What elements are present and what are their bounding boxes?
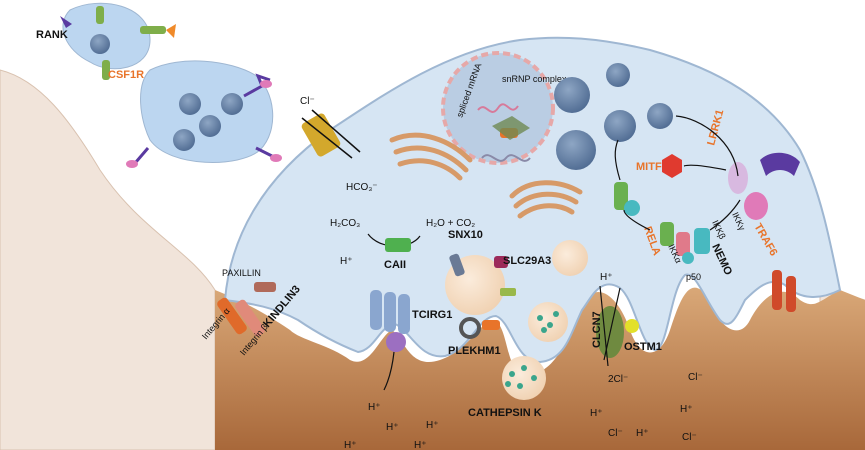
precursor-cell-csf1r (140, 60, 274, 163)
vesicle (604, 110, 636, 142)
precursor-nuclei (173, 93, 243, 151)
svg-text:H⁺: H⁺ (414, 440, 427, 450)
lysosome (552, 240, 588, 276)
p50-label: p50 (686, 272, 701, 282)
cathepsin-k-label: CATHEPSIN K (468, 407, 542, 419)
vesicle (556, 130, 596, 170)
csf1r-label: CSF1R (108, 69, 144, 81)
rank-label: RANK (36, 29, 68, 41)
mitf-hexagon (662, 154, 682, 178)
integrin-complex (217, 282, 276, 337)
clcn7-label: CLCN7 (591, 311, 603, 348)
caii-enzyme (385, 238, 411, 252)
nfkb-dimer (614, 182, 694, 264)
h-ion-label: H⁺ (340, 256, 353, 267)
osteoclast-cell (223, 36, 842, 364)
bone-matrix-light (0, 69, 216, 450)
chloride-channel (301, 109, 361, 159)
svg-text:Cl⁻: Cl⁻ (688, 372, 703, 383)
lacuna-ions: H⁺ H⁺ H⁺ H⁺ H⁺ H⁺ H⁺ H⁺ Cl⁻ Cl⁻ Cl⁻ (344, 372, 703, 450)
mitf-label: MITF (636, 161, 662, 173)
golgi-apparatus (389, 132, 583, 219)
cathepsin-granules (505, 311, 559, 389)
bone-surface (215, 287, 865, 450)
snx10-protein (449, 253, 465, 277)
rank-receptor (60, 6, 176, 80)
svg-text:H⁺: H⁺ (344, 440, 357, 450)
plekhm1-label: PLEKHM1 (448, 345, 501, 357)
tcirg1-pump (370, 290, 410, 352)
cl-ion-label: Cl⁻ (300, 96, 315, 107)
ikk-complex (660, 222, 710, 256)
dna-helix (481, 154, 531, 162)
vesicle (647, 103, 673, 129)
caii-label: CAII (384, 259, 406, 271)
h2co3-label: H₂CO₃ (330, 218, 360, 229)
precursor-nucleus (90, 34, 110, 54)
traf6-receptor (728, 152, 800, 220)
lysosome (502, 356, 546, 400)
receptor-ligands (126, 73, 282, 168)
vesicle (554, 77, 590, 113)
svg-text:H⁺: H⁺ (590, 408, 603, 419)
svg-text:H⁺: H⁺ (386, 422, 399, 433)
lysosome (528, 302, 568, 342)
svg-text:H⁺: H⁺ (368, 402, 381, 413)
clcn7-arrow-down (599, 285, 609, 367)
snrnp-complex-shape (492, 116, 530, 140)
svg-text:Cl⁻: Cl⁻ (682, 432, 697, 443)
plekhm1-protein (459, 317, 500, 339)
tcirg1-label: TCIRG1 (412, 309, 452, 321)
precursor-cell-rank (62, 2, 151, 70)
h-ion-clcn7: H⁺ (600, 272, 613, 283)
two-cl-label: 2Cl⁻ (608, 374, 628, 385)
vesicle (606, 63, 630, 87)
svg-text:H⁺: H⁺ (636, 428, 649, 439)
proton-exit-arrow (383, 351, 395, 391)
h2o-co2-label: H₂O + CO₂ (426, 218, 475, 229)
svg-text:H⁺: H⁺ (426, 420, 439, 431)
right-integrin (772, 270, 796, 312)
snx10-label: SNX10 (448, 229, 483, 241)
slc29a3-label: SLC29A3 (503, 255, 551, 267)
ostm1-label: OSTM1 (624, 341, 662, 353)
pathway-arrows (614, 115, 741, 231)
hco3-label: HCO₃⁻ (346, 182, 378, 193)
snrnp-label: snRNP complex (502, 74, 567, 84)
small-green-protein (500, 288, 516, 296)
ostm1-protein (625, 319, 639, 333)
svg-text:Cl⁻: Cl⁻ (608, 428, 623, 439)
mrna-strand (477, 103, 519, 113)
slc29a3-protein (494, 256, 508, 268)
paxillin-label: PAXILLIN (222, 268, 261, 278)
svg-text:H⁺: H⁺ (680, 404, 693, 415)
